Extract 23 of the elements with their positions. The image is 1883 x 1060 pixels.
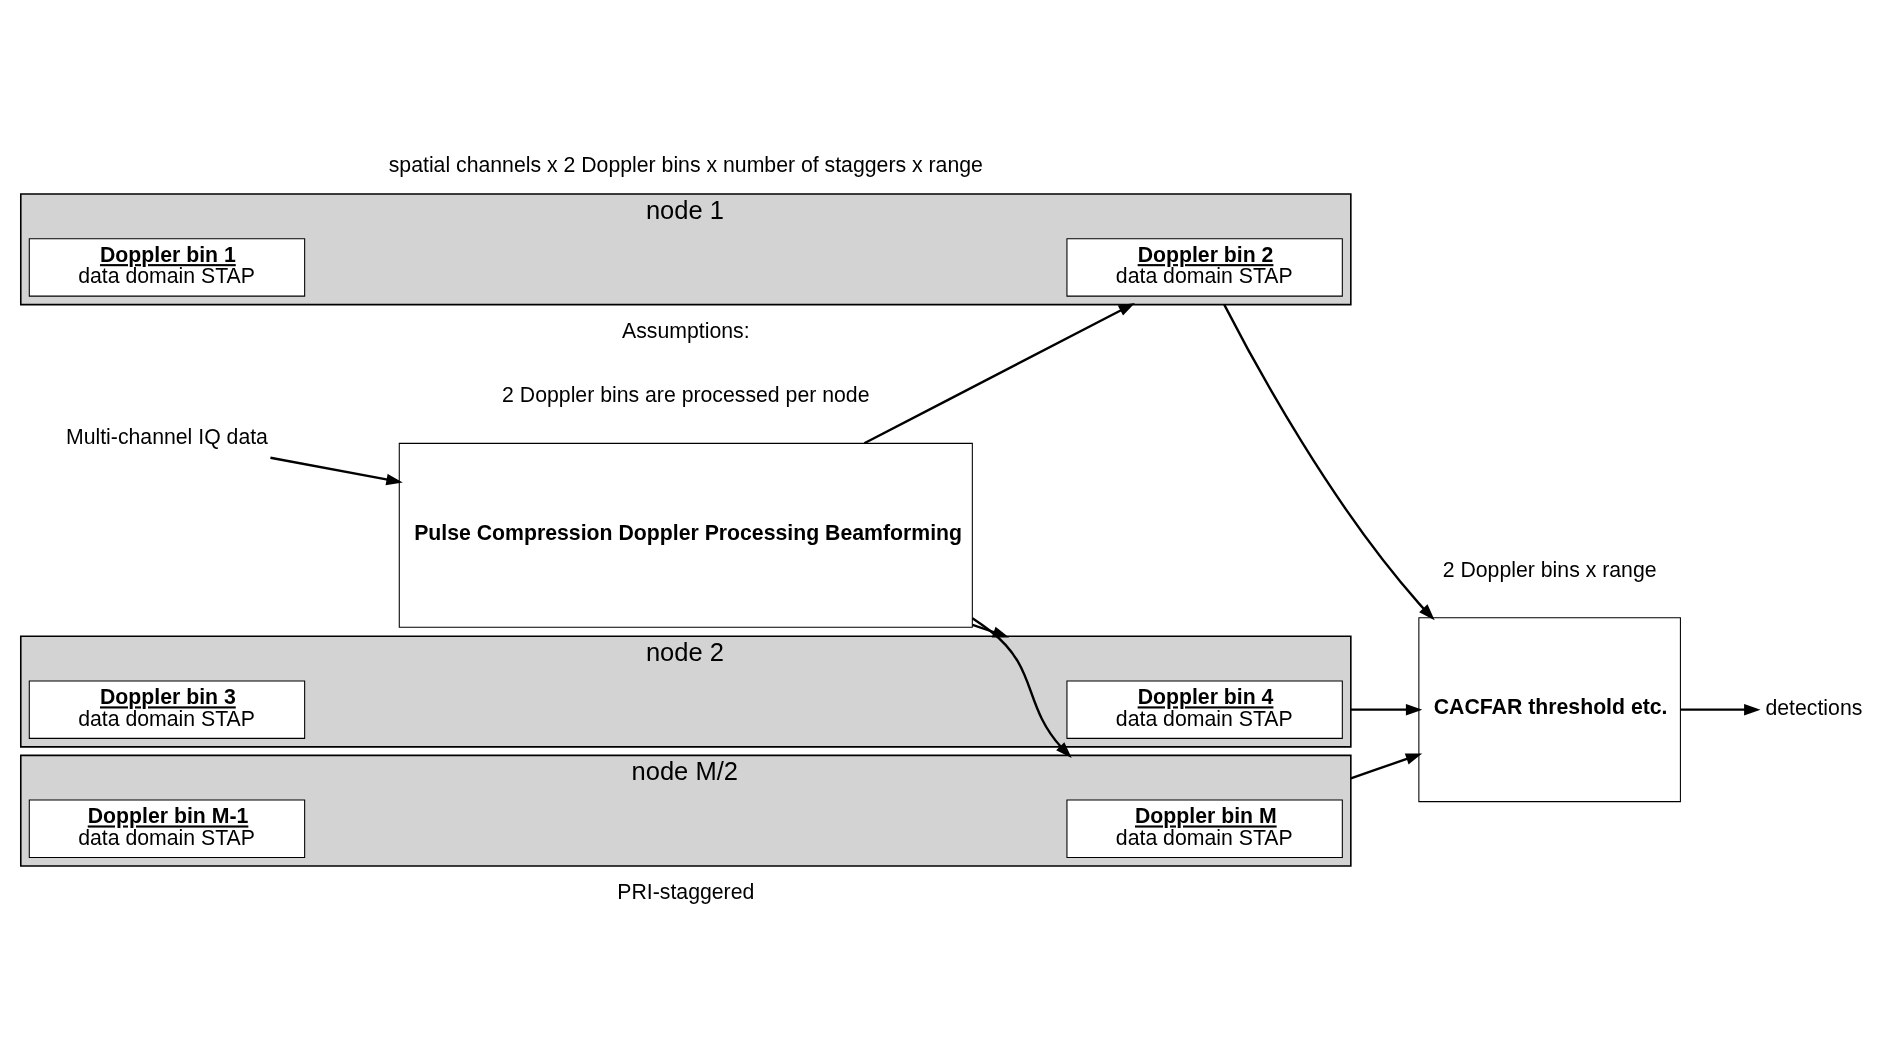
node-box: Doppler bin 3 data domain STAP bbox=[28, 680, 306, 739]
arrow bbox=[1223, 304, 1435, 621]
arrow bbox=[972, 623, 1010, 638]
label: spatial channels x 2 Doppler bins x number of staggers x range bbox=[388, 152, 983, 177]
node-box: Doppler bin 1 data domain STAP bbox=[28, 238, 306, 297]
label: 2 Doppler bins x range bbox=[1442, 557, 1657, 582]
arrow bbox=[1350, 703, 1423, 716]
label: Assumptions: bbox=[622, 318, 750, 343]
label: PRI-staggered bbox=[617, 879, 755, 904]
node-box: CACFAR threshold etc. bbox=[1418, 617, 1681, 803]
arrow bbox=[1350, 753, 1423, 780]
arrow bbox=[270, 456, 403, 486]
node-box: Doppler bin 2 data domain STAP bbox=[1066, 238, 1343, 297]
node-box: Doppler bin M data domain STAP bbox=[1066, 799, 1343, 858]
node-text: detections bbox=[1765, 695, 1863, 720]
node-box: Doppler bin 4 data domain STAP bbox=[1066, 680, 1343, 739]
arrow bbox=[1680, 703, 1761, 716]
node-text: Multi-channel IQ data bbox=[65, 424, 268, 449]
arrow bbox=[971, 617, 1072, 758]
label: 2 Doppler bins are processed per node bbox=[502, 383, 870, 408]
arrow bbox=[863, 302, 1135, 445]
node-box: Doppler bin M-1 data domain STAP bbox=[28, 799, 306, 858]
node-box: Pulse Compression Doppler Processing Beamforming bbox=[398, 442, 973, 628]
